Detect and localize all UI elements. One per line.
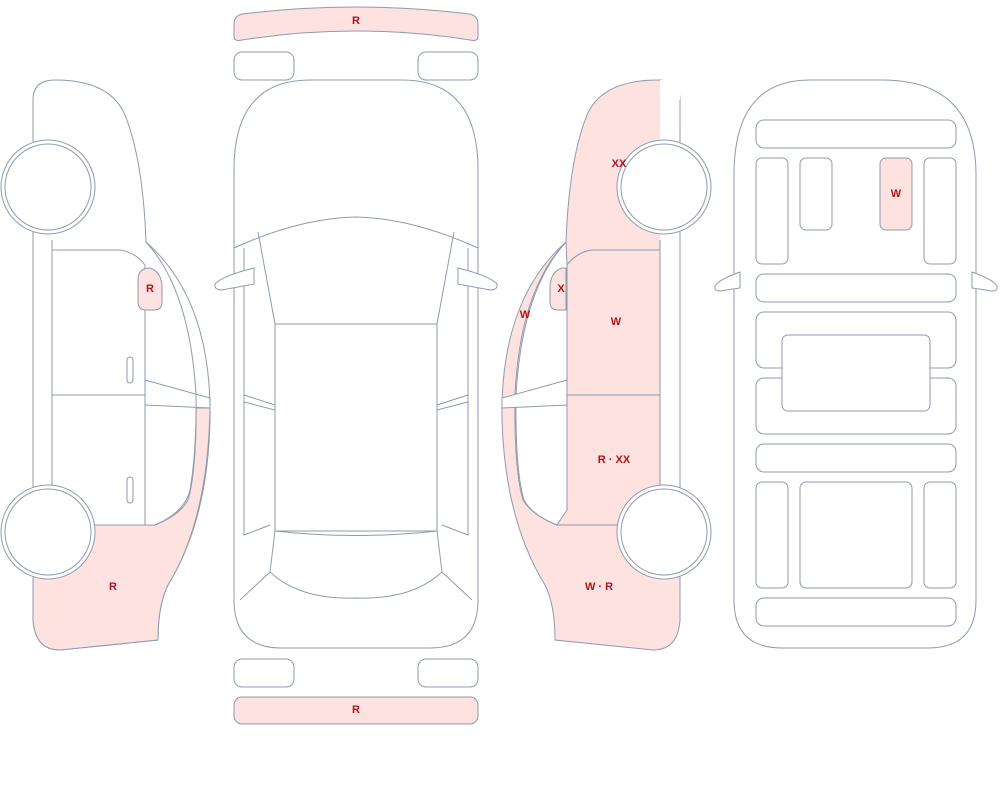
left-rear-door-handle[interactable] (126, 476, 134, 504)
left-rear-window[interactable] (137, 267, 163, 311)
front-bumper[interactable] (233, 6, 479, 41)
left-mirror (144, 379, 211, 409)
front-floor[interactable] (755, 273, 957, 303)
rear-left-panel[interactable] (755, 481, 789, 589)
top-body-outline (233, 79, 479, 649)
right-rear-door-label: R · XX (598, 454, 631, 466)
right-front-wheel-rim (620, 143, 708, 231)
front-left-headlight[interactable] (233, 51, 295, 81)
rear-bumper[interactable] (233, 696, 479, 725)
left-window-line (145, 241, 197, 526)
right-quarter-window[interactable] (549, 267, 567, 311)
left-rear-window-label: R (146, 283, 154, 295)
left-door-frame (52, 249, 146, 525)
left-rear-wheel-rim (4, 488, 92, 576)
top-view: R R (214, 6, 498, 725)
right-a-pillar-label: W (520, 309, 531, 321)
rear-right-panel[interactable] (923, 481, 957, 589)
rear-floor[interactable] (755, 443, 957, 473)
right-front-door-label: W (611, 316, 622, 328)
right-rear-wheel[interactable] (616, 484, 712, 580)
left-side-glass (243, 248, 271, 536)
front-right-headlight[interactable] (417, 51, 479, 81)
right-front-wheel[interactable] (616, 139, 712, 235)
rear-right-taillight[interactable] (417, 658, 479, 688)
left-side-view: R R (0, 79, 211, 651)
dashboard[interactable] (755, 119, 957, 149)
rear-glass (269, 530, 443, 599)
front-bumper-label: R (352, 15, 360, 27)
right-rear-quarter-label: W · R (585, 581, 613, 593)
interior-right-mirror[interactable] (971, 271, 998, 292)
driver-door-panel[interactable] (755, 157, 789, 265)
interior-left-mirror[interactable] (714, 271, 741, 292)
right-front-fender-label: XX (612, 158, 627, 170)
top-right-mirror[interactable] (457, 267, 498, 291)
driver-seat[interactable] (799, 157, 833, 231)
interior-view: W (714, 79, 998, 649)
rear-left-edge (239, 571, 271, 601)
rear-left-taillight[interactable] (233, 658, 295, 688)
right-rear-door[interactable] (556, 394, 661, 526)
passenger-seat[interactable] (879, 157, 913, 231)
rear-right-edge (441, 571, 473, 601)
passenger-door-panel[interactable] (923, 157, 957, 265)
rear-glass-top (274, 530, 438, 536)
left-rear-quarter-label: R (109, 581, 117, 593)
right-b-pillar (436, 394, 469, 411)
right-side-glass (441, 248, 469, 536)
right-front-door[interactable] (566, 249, 661, 396)
top-left-mirror[interactable] (214, 267, 255, 291)
right-rear-wheel-rim (620, 488, 708, 576)
interior-seat-label: W (891, 188, 902, 200)
right-quarter-window-label: X (557, 283, 565, 295)
left-front-door-handle[interactable] (126, 356, 134, 384)
center-console[interactable] (781, 334, 931, 412)
left-rear-wheel[interactable] (0, 484, 96, 580)
cargo-area[interactable] (799, 481, 913, 589)
left-b-pillar (243, 394, 276, 411)
rear-bumper-label: R (352, 704, 360, 716)
trunk-lid-interior[interactable] (755, 597, 957, 627)
left-front-wheel[interactable] (0, 139, 96, 235)
windshield-top (233, 216, 479, 249)
left-front-wheel-rim (4, 143, 92, 231)
right-side-view: XX W X W R · XX W · R (501, 79, 712, 651)
right-window-line (515, 241, 660, 526)
roof (274, 323, 438, 532)
